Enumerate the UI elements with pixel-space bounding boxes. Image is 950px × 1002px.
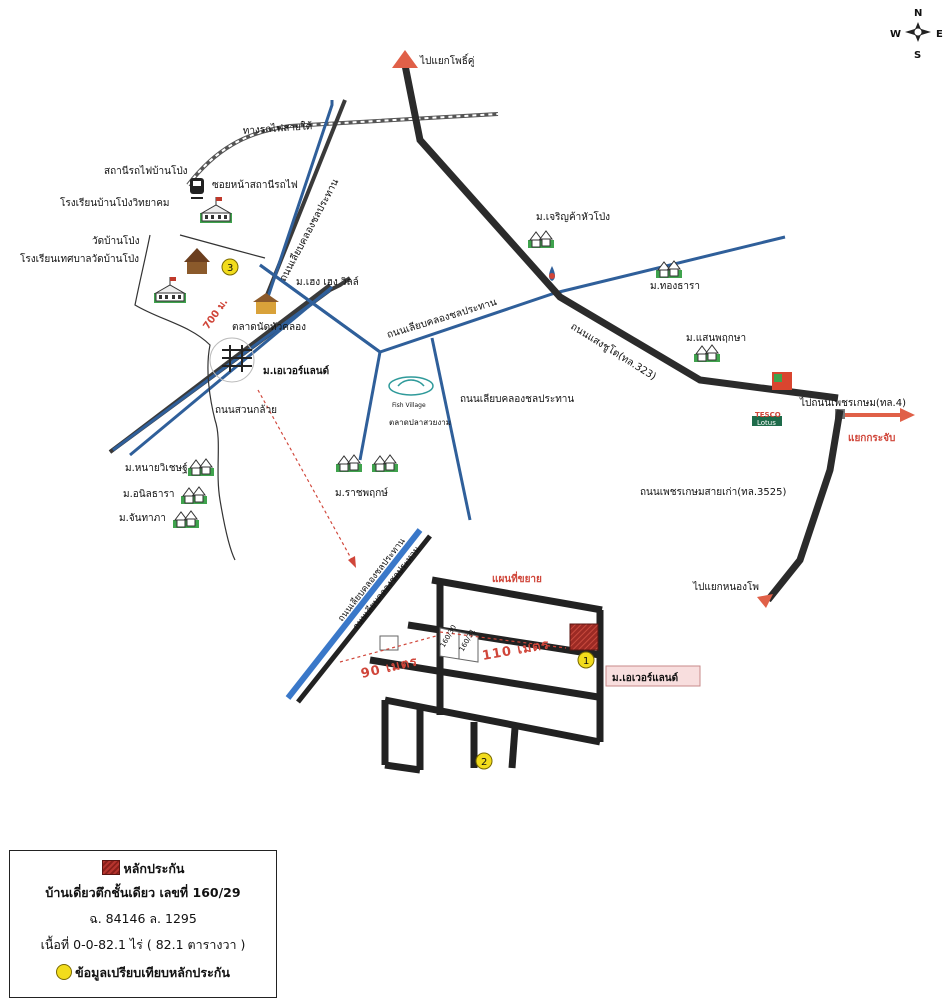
- label-ever-land-enlarged: ม.เอเวอร์แลนด์: [612, 672, 678, 684]
- marker-2-label: 2: [481, 757, 487, 768]
- ever-land-enlarged-box: [605, 665, 701, 687]
- label-to-phetkasem: ไปถนนเพชรเกษม(ทล.4): [799, 397, 906, 409]
- label-thong: ม.ทองธารา: [650, 281, 700, 292]
- road-323: [401, 64, 839, 402]
- label-road-suan-kluay: ถนนสวนกล้วย: [215, 404, 277, 416]
- temple-icon: [184, 248, 210, 274]
- label-school-wittayakhom: โรงเรียนบ้านโป่งวิทยาคม: [60, 196, 169, 209]
- enlarged-canal-road: [296, 534, 432, 704]
- compass-icon: N S E W: [890, 8, 943, 61]
- collateral-swatch: [101, 860, 120, 875]
- school-icon: [199, 196, 233, 224]
- water-drop-icon: [549, 266, 555, 281]
- label-road-liap-klong-right: ถนนเลียบคลองชลประทาน: [460, 393, 574, 405]
- label-naiwichet: ม.หนายวิเชษฐ์: [125, 462, 188, 474]
- fish-village-logo: [388, 376, 434, 396]
- label-lotus: Lotus: [757, 419, 776, 427]
- legend: หลักประกัน บ้านเดี่ยวตึกชั้นเดียว เลขที่…: [9, 850, 277, 998]
- arrow-to-phetkasem: [900, 408, 915, 422]
- label-rachaphruk: ม.ราชพฤกษ์: [335, 487, 388, 499]
- ever-land-circle: [209, 337, 255, 383]
- label-krachap: แยกกระจับ: [848, 432, 895, 444]
- canal-road-vertical: [265, 100, 334, 301]
- label-wat: วัดบ้านโป่ง: [92, 234, 140, 247]
- enlarged-road-grid: [369, 576, 604, 774]
- marker-3: 3: [221, 258, 239, 276]
- compass-w: W: [890, 29, 901, 40]
- house-icon-rachaphruk-1: [335, 454, 363, 473]
- label-to-phrakhu: ไปแยกโพธิ์คู่: [419, 53, 475, 67]
- label-railway: ทางรถไฟสายใต้: [242, 120, 312, 137]
- ever-land-mini-plan: [222, 345, 252, 372]
- legend-house: บ้านเดี่ยวตึกชั้นเดียว เลขที่ 160/29: [45, 885, 241, 900]
- legend-comparison-row: ข้อมูลเปรียบเทียบหลักประกัน: [10, 963, 276, 983]
- label-to-nongpho: ไปแยกหนองโพ: [692, 580, 759, 593]
- house-icon-chanthaphat: [172, 510, 200, 529]
- label-station: สถานีรถไฟบ้านโป่ง: [104, 164, 188, 177]
- collateral-plot: [569, 623, 599, 651]
- arrow-to-nongpho: [757, 594, 773, 608]
- label-ever-land-main: ม.เอเวอร์แลนด์: [263, 365, 329, 377]
- label-chanthaphat: ม.จันทาภา: [119, 513, 166, 524]
- house-icon-anin: [180, 486, 208, 505]
- label-dist-90: 90 เมตร: [360, 654, 420, 682]
- road-rachaphruk: [358, 351, 382, 461]
- label-tesco: TESCO: [755, 411, 781, 419]
- enlarged-canal-blue: [285, 528, 423, 700]
- label-sanphruksa: ม.แสนพฤกษา: [686, 333, 746, 344]
- compass-e: E: [936, 29, 943, 40]
- area-boundary: [134, 234, 236, 561]
- lot-plots: [379, 627, 479, 663]
- label-heng-heng: ม.เฮง เฮง วิลล์: [296, 276, 359, 288]
- canal-road-left: [112, 288, 331, 452]
- legend-collateral-row: หลักประกัน: [10, 859, 276, 879]
- compass-s: S: [914, 50, 921, 61]
- road-liap-klong-right: [430, 337, 472, 521]
- label-anin: ม.อนิลธารา: [123, 489, 174, 500]
- marker-1-label: 1: [583, 656, 589, 667]
- marker-1: 1: [577, 651, 595, 669]
- dist-line-90: [339, 635, 437, 663]
- label-charoen: ม.เจริญค้าหัวโป่ง: [536, 210, 610, 223]
- school-icon-2: [153, 276, 187, 304]
- label-market-hua-klong: ตลาดนัดหัวคลอง: [232, 322, 306, 333]
- label-expanded-map: แผนที่ขยาย: [492, 571, 542, 585]
- label-fish-market: ตลาดปลาสวยงาม: [389, 418, 451, 427]
- label-dist-700: 700 ม.: [201, 297, 230, 332]
- legend-deed: ฉ. 84146 ล. 1295: [89, 911, 197, 926]
- road-3525: [765, 409, 844, 603]
- house-icon-rachaphruk-2: [371, 454, 399, 473]
- legend-collateral: หลักประกัน: [123, 861, 185, 876]
- train-icon: [190, 178, 204, 199]
- market-icon: [253, 293, 279, 314]
- label-soi-station: ซอยหน้าสถานีรถไฟ: [212, 179, 298, 191]
- lotus-logo: [752, 416, 782, 426]
- comparison-dot-icon: [56, 964, 73, 980]
- legend-area: เนื้อที่ 0-0-82.1 ไร่ ( 82.1 ตารางวา ): [40, 937, 246, 952]
- mall-icon: [772, 372, 792, 390]
- legend-comparison: ข้อมูลเปรียบเทียบหลักประกัน: [75, 965, 230, 980]
- marker-2: 2: [475, 752, 493, 770]
- arrow-to-phrakhu: [392, 50, 418, 68]
- label-school-tessaban: โรงเรียนเทศบาลวัดบ้านโป่ง: [20, 252, 139, 265]
- marker-3-label: 3: [227, 263, 233, 274]
- house-icon-sanphruksa: [693, 344, 721, 363]
- pointer-line: [257, 389, 353, 561]
- label-road-3525: ถนนเพชรเกษมสายเก่า(ทล.3525): [640, 487, 786, 498]
- house-icon-charoen: [527, 230, 555, 249]
- label-fish-village: Fish Village: [392, 402, 426, 409]
- house-icon-naiwichet: [187, 458, 215, 477]
- compass-n: N: [914, 8, 922, 19]
